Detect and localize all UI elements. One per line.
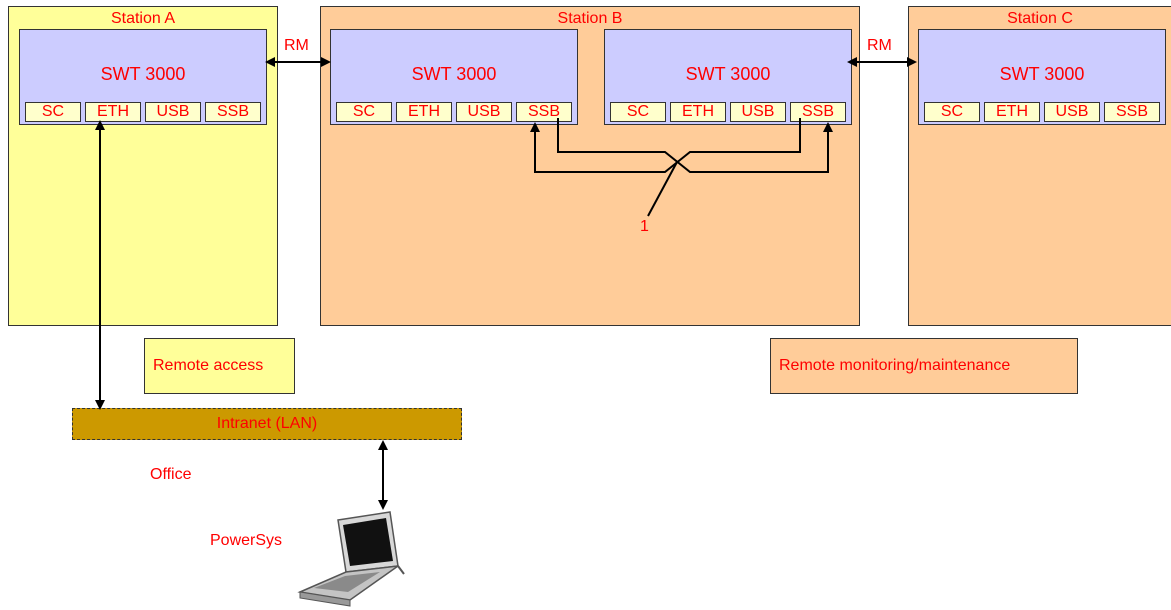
station-a-swt-device: SWT 3000 SC ETH USB SSB	[19, 29, 267, 125]
port-usb: USB	[730, 102, 786, 122]
station-a-title: Station A	[110, 10, 176, 27]
port-eth: ETH	[984, 102, 1040, 122]
port-ssb: SSB	[790, 102, 846, 122]
rm-link-label-right: RM	[867, 37, 892, 54]
station-c: Station C SWT 3000 SC ETH USB SSB	[908, 6, 1171, 326]
office-label: Office	[150, 466, 192, 483]
port-eth: ETH	[396, 102, 452, 122]
device-name: SWT 3000	[685, 64, 771, 84]
port-eth: ETH	[85, 102, 141, 122]
ssb-crossover-wire-1	[557, 118, 833, 173]
port-ssb: SSB	[516, 102, 572, 122]
port-row: SC ETH USB SSB	[336, 102, 572, 122]
device-name: SWT 3000	[100, 64, 186, 84]
device-name: SWT 3000	[999, 64, 1085, 84]
port-sc: SC	[336, 102, 392, 122]
station-a: Station A SWT 3000 SC ETH USB SSB	[8, 6, 278, 326]
intranet-lan-bar: Intranet (LAN)	[72, 408, 462, 440]
remote-access-label: Remote access	[144, 338, 295, 394]
port-usb: USB	[145, 102, 201, 122]
station-c-title: Station C	[1007, 10, 1073, 27]
remote-monitoring-label: Remote monitoring/maintenance	[770, 338, 1078, 394]
station-b: Station B SWT 3000 SC ETH USB SSB SWT 30…	[320, 6, 860, 326]
laptop-icon	[297, 511, 405, 607]
powersys-label: PowerSys	[210, 532, 283, 549]
port-row: SC ETH USB SSB	[924, 102, 1160, 122]
port-sc: SC	[924, 102, 980, 122]
ssb-crossover-wire-2	[530, 118, 801, 173]
rm-link-label-left: RM	[284, 37, 309, 54]
crossover-callout-leader	[647, 161, 678, 217]
port-row: SC ETH USB SSB	[25, 102, 261, 122]
station-b-swt-device-1: SWT 3000 SC ETH USB SSB	[330, 29, 578, 125]
station-b-title: Station B	[557, 10, 623, 27]
device-name: SWT 3000	[411, 64, 497, 84]
port-usb: USB	[456, 102, 512, 122]
port-ssb: SSB	[205, 102, 261, 122]
port-sc: SC	[610, 102, 666, 122]
station-b-swt-device-2: SWT 3000 SC ETH USB SSB	[604, 29, 852, 125]
port-sc: SC	[25, 102, 81, 122]
port-eth: ETH	[670, 102, 726, 122]
station-c-swt-device: SWT 3000 SC ETH USB SSB	[918, 29, 1166, 125]
port-ssb: SSB	[1104, 102, 1160, 122]
port-usb: USB	[1044, 102, 1100, 122]
port-row: SC ETH USB SSB	[610, 102, 846, 122]
crossover-callout-label: 1	[640, 218, 649, 235]
